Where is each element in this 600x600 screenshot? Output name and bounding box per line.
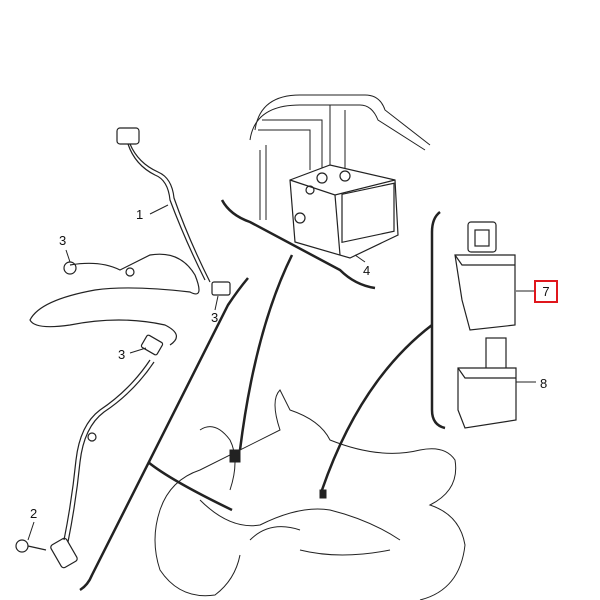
rear-wheel-sensor-harness [29,253,200,569]
sensor-group-bracket [79,277,249,592]
abs-group-bracket [220,199,376,290]
callout-4[interactable]: 4 [363,263,371,278]
callout-3-top[interactable]: 3 [59,233,67,248]
abs-hydraulic-unit [289,164,399,259]
scooter-outline [154,389,466,600]
callout-2[interactable]: 2 [30,506,38,521]
leader-line-abs [238,254,294,451]
relay-cover [457,337,517,429]
bolt [15,539,47,553]
callout-7-highlighted[interactable]: 7 [534,280,558,303]
callout-3-rear[interactable]: 3 [118,347,126,362]
front-wheel-sensor-harness [116,127,231,296]
callout-3-connector[interactable]: 3 [211,310,219,325]
brake-pipes [249,94,431,220]
relay-group-bracket [430,211,446,430]
callout-1[interactable]: 1 [136,207,144,222]
callout-8[interactable]: 8 [540,376,548,391]
relay [454,221,516,331]
leader-line-relay [320,324,433,491]
leader-line-sensor [147,461,233,512]
